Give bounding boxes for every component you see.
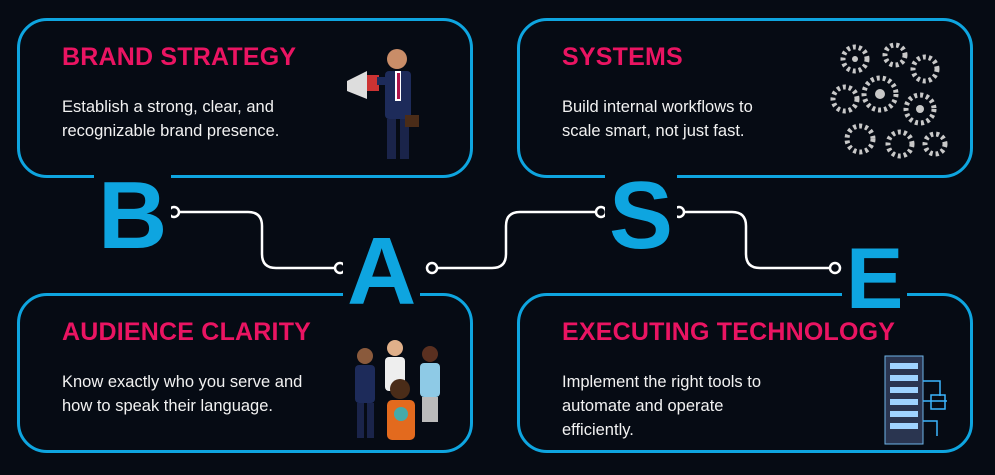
- card-title: SYSTEMS: [562, 43, 683, 71]
- letter-s: S: [605, 168, 678, 264]
- server-rack-icon: [884, 355, 947, 445]
- card-title: AUDIENCE CLARITY: [62, 318, 312, 346]
- card-title: BRAND STRATEGY: [62, 43, 297, 71]
- letter-e: E: [842, 236, 908, 322]
- card-body: Establish a strong, clear, and recogniza…: [62, 98, 280, 140]
- card-executing-technology: EXECUTING TECHNOLOGY Implement the right…: [517, 293, 973, 453]
- card-systems: SYSTEMS Build internal workflows to scal…: [517, 18, 973, 178]
- card-body: Build internal workflows to scale smart,…: [562, 98, 753, 140]
- gears-icon: [830, 42, 948, 159]
- card-body: Implement the right tools to automate an…: [562, 373, 762, 439]
- audience-group-icon: [355, 340, 440, 440]
- businessman-megaphone-icon: [347, 49, 419, 159]
- letter-a: A: [343, 224, 421, 320]
- card-title: EXECUTING TECHNOLOGY: [562, 318, 896, 346]
- letter-b: B: [94, 168, 172, 264]
- card-audience-clarity: AUDIENCE CLARITY Know exactly who you se…: [17, 293, 473, 453]
- card-body: Know exactly who you serve and how to sp…: [62, 373, 303, 415]
- card-brand-strategy: BRAND STRATEGY Establish a strong, clear…: [17, 18, 473, 178]
